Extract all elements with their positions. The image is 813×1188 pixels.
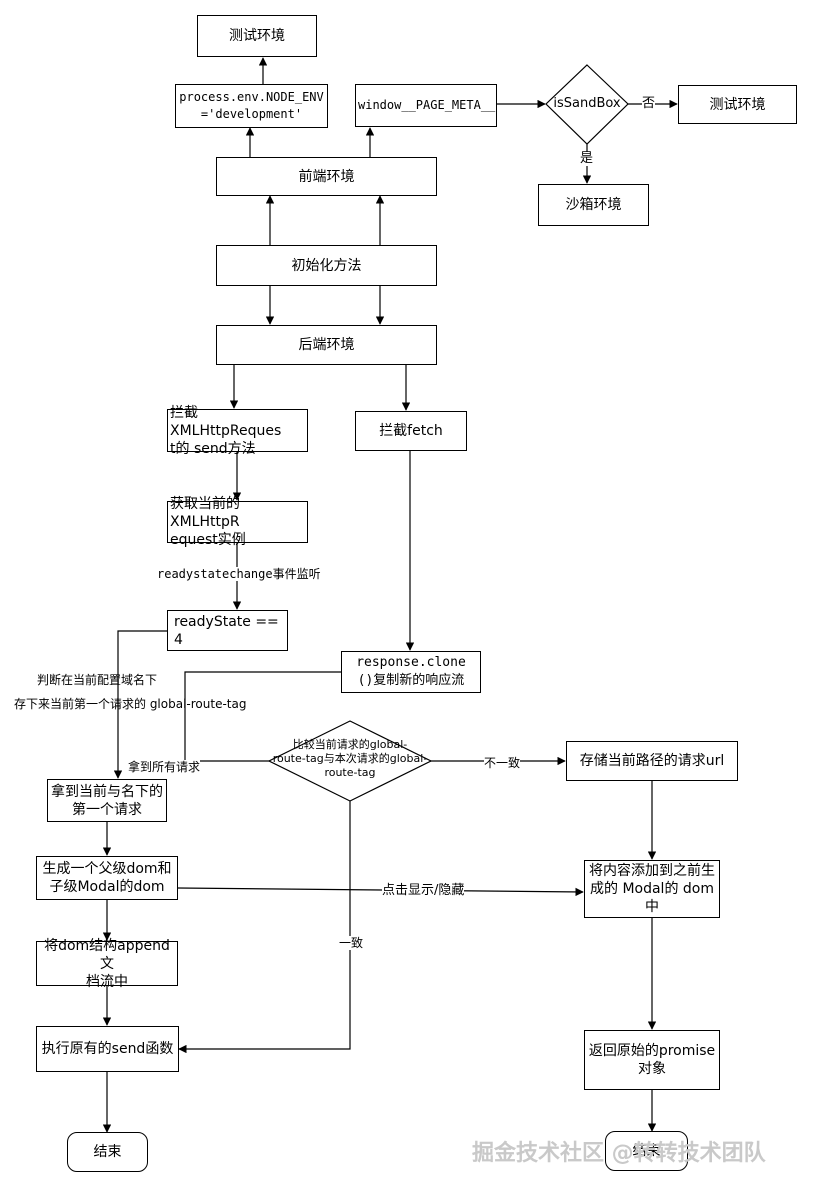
edge-clone-compare <box>184 671 341 766</box>
window-meta-text: window__PAGE_META__ <box>358 98 496 112</box>
add-content-node: 将内容添加到之前生 成的 Modal的 dom 中 <box>584 860 720 918</box>
label-store-first-tag: 存下来当前第一个请求的 global-route-tag <box>14 697 247 711</box>
ready-state-text: readyState == 4 <box>174 613 279 648</box>
get-xhr-instance-node: 获取当前的XMLHttpR equest实例 <box>167 496 308 548</box>
return-promise-node: 返回原始的promise 对象 <box>584 1030 720 1090</box>
append-dom-node: 将dom结构append文 档流中 <box>36 938 178 990</box>
label-readystatechange: readystatechange事件监听 <box>157 567 321 581</box>
add-content-text: 将内容添加到之前生 成的 Modal的 dom 中 <box>589 863 715 915</box>
init-method-text: 初始化方法 <box>291 257 362 274</box>
is-sandbox-text: isSandBox <box>546 97 628 111</box>
intercept-xhr-text: 拦截XMLHttpReques t的 send方法 <box>170 404 282 457</box>
response-clone-node: response.clone ()复制新的响应流 <box>341 651 481 693</box>
return-promise-text: 返回原始的promise 对象 <box>588 1043 716 1077</box>
compare-text: 比较当前请求的global- route-tag与本次请求的global- ro… <box>258 738 442 780</box>
label-no: 否 <box>642 96 656 111</box>
intercept-fetch-text: 拦截fetch <box>379 423 443 439</box>
store-url-node: 存储当前路径的请求url <box>566 741 738 781</box>
window-meta-node: window__PAGE_META__ <box>355 84 497 127</box>
exec-send-text: 执行原有的send函数 <box>41 1041 174 1057</box>
compare-label: 比较当前请求的global- route-tag与本次请求的global- ro… <box>272 738 428 779</box>
intercept-xhr-node: 拦截XMLHttpReques t的 send方法 <box>167 405 308 457</box>
get-first-request-text: 拿到当前与名下的 第一个请求 <box>51 783 163 818</box>
append-dom-text: 将dom结构append文 档流中 <box>44 937 170 990</box>
create-dom-node: 生成一个父级dom和 子级Modal的dom <box>36 856 178 900</box>
get-xhr-instance-text: 获取当前的XMLHttpR equest实例 <box>170 496 246 548</box>
test-env-right-node: 测试环境 <box>678 85 797 124</box>
is-sandbox-diamond <box>545 64 629 145</box>
watermark: 掘金技术社区 @转转技术团队 <box>472 1141 766 1166</box>
get-first-request-node: 拿到当前与名下的 第一个请求 <box>47 779 167 822</box>
end-left-text: 结束 <box>93 1144 122 1160</box>
intercept-fetch-node: 拦截fetch <box>355 411 467 451</box>
backend-env-node: 后端环境 <box>216 325 437 365</box>
test-env-top-node: 测试环境 <box>197 15 317 57</box>
response-clone-text: response.clone ()复制新的响应流 <box>356 655 466 688</box>
label-click-toggle: 点击显示/隐藏 <box>382 883 465 898</box>
ready-state-node: readyState == 4 <box>167 610 288 651</box>
exec-send-node: 执行原有的send函数 <box>36 1026 179 1072</box>
label-get-all-requests: 拿到所有请求 <box>128 760 201 774</box>
label-judge-domain: 判断在当前配置域名下 <box>37 673 158 687</box>
store-url-text: 存储当前路径的请求url <box>579 753 725 769</box>
frontend-env-node: 前端环境 <box>216 157 437 196</box>
label-yes: 是 <box>580 151 594 166</box>
frontend-env-text: 前端环境 <box>298 168 355 185</box>
edge-readystate-firstrequest <box>113 630 167 779</box>
backend-env-text: 后端环境 <box>298 337 355 353</box>
edge-compare-execsend <box>178 800 351 1054</box>
init-method-node: 初始化方法 <box>216 245 437 286</box>
end-right-node: 结束 <box>605 1131 688 1171</box>
node-env-node: process.env.NODE_ENV ='development' <box>175 84 328 128</box>
create-dom-text: 生成一个父级dom和 子级Modal的dom <box>42 861 172 895</box>
is-sandbox-label: isSandBox <box>553 96 621 111</box>
end-right-text: 结束 <box>632 1143 661 1159</box>
edge-createdom-addcontent <box>177 887 584 897</box>
sandbox-env-node: 沙箱环境 <box>538 184 649 226</box>
test-env-top-text: 测试环境 <box>229 28 285 44</box>
test-env-right-text: 测试环境 <box>709 96 766 113</box>
compare-diamond <box>267 720 433 802</box>
end-left-node: 结束 <box>67 1132 148 1172</box>
node-env-text: process.env.NODE_ENV ='development' <box>179 90 324 121</box>
label-mismatch: 不一致 <box>484 756 521 770</box>
sandbox-env-text: 沙箱环境 <box>565 197 622 213</box>
label-match: 一致 <box>339 936 364 950</box>
